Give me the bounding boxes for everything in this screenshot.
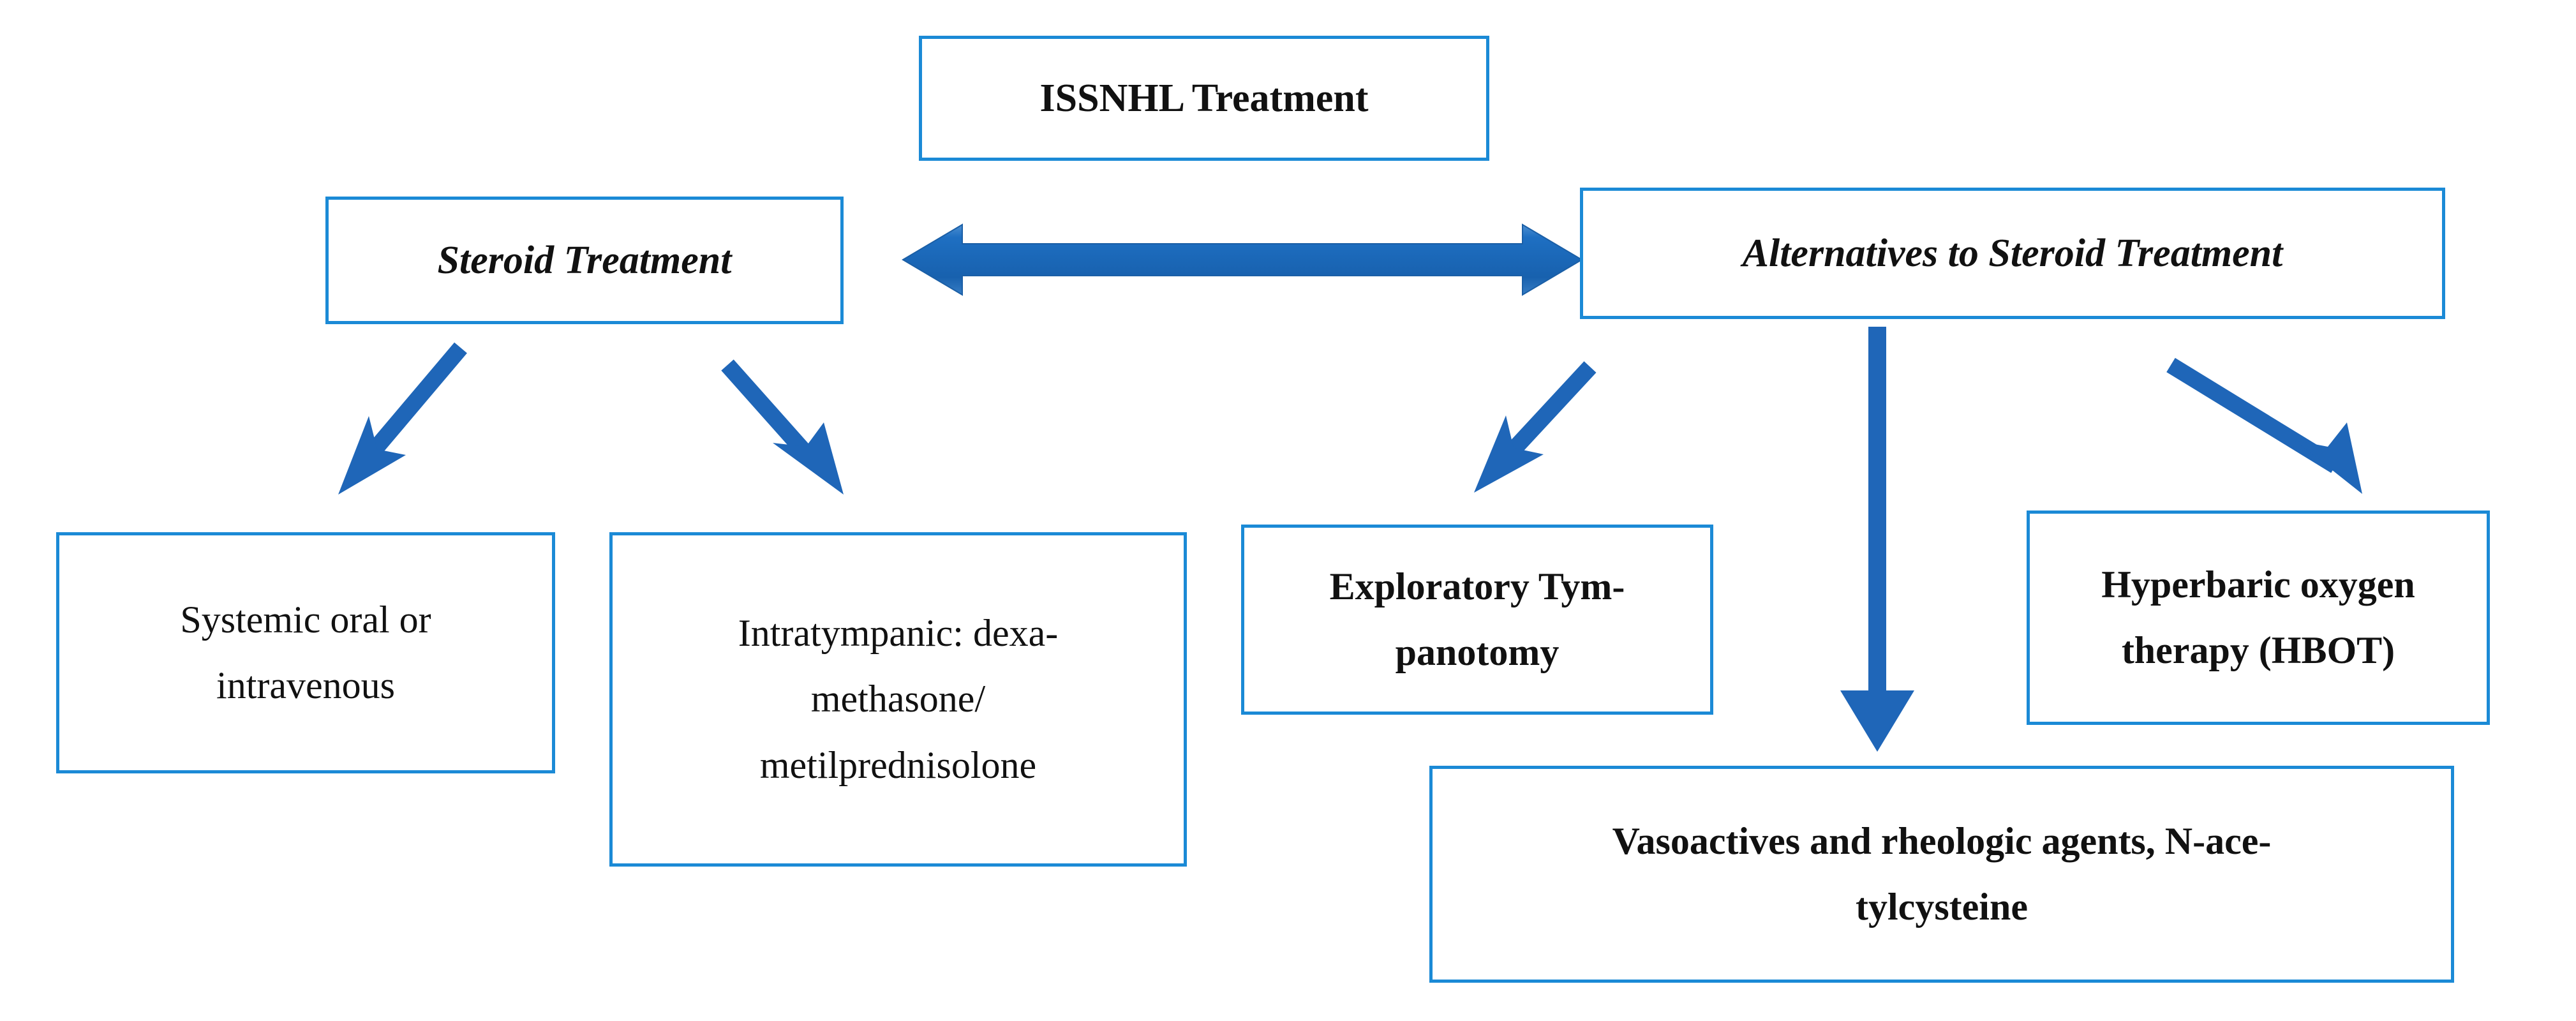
node-intratympanic-steroids[interactable]: Intratympanic: dexa- methasone/ metilpre… [609,532,1187,867]
node-systemic-line-1: Systemic oral or [180,598,431,641]
node-hbot-line-2: therapy (HBOT) [2121,629,2395,671]
arrow-alternatives-to-hbot [2166,357,2362,494]
node-exploratory-tympanotomy[interactable]: Exploratory Tym- panotomy [1241,525,1713,715]
node-tympanotomy-line-2: panotomy [1395,631,1560,673]
double-arrow-steroid-alternatives [902,223,1583,296]
arrow-alternatives-to-tympanotomy [1474,361,1597,493]
node-vasoactives-rheologic-agents[interactable]: Vasoactives and rheologic agents, N-ace-… [1429,766,2454,983]
arrow-alternatives-to-vasoactives [1840,327,1914,752]
node-steroid-label: Steroid Treatment [437,238,732,282]
node-intratympanic-line-3: metilprednisolone [759,743,1037,786]
node-vasoactives-label: Vasoactives and rheologic agents, N-ace-… [1444,809,2439,940]
node-intratympanic-line-1: Intratympanic: dexa- [738,612,1059,655]
node-vasoactives-line-2: tylcysteine [1856,886,2028,928]
node-systemic-label: Systemic oral or intravenous [71,587,540,719]
node-intratympanic-label: Intratympanic: dexa- methasone/ metilpre… [624,600,1172,798]
node-intratympanic-line-2: methasone/ [810,678,986,720]
node-issnhl-label: ISSNHL Treatment [1039,76,1369,120]
arrow-steroid-to-intratympanic [721,359,844,495]
node-steroid-treatment[interactable]: Steroid Treatment [325,197,844,324]
node-hyperbaric-oxygen-therapy[interactable]: Hyperbaric oxygen therapy (HBOT) [2027,511,2490,725]
arrow-steroid-to-systemic [338,342,467,495]
node-vasoactives-line-1: Vasoactives and rheologic agents, N-ace- [1612,819,2272,862]
node-hbot-line-1: Hyperbaric oxygen [2101,563,2415,606]
node-hbot-label: Hyperbaric oxygen therapy (HBOT) [2041,552,2475,683]
node-alternatives-label: Alternatives to Steroid Treatment [1742,231,2283,275]
node-tympanotomy-label: Exploratory Tym- panotomy [1256,554,1699,685]
node-tympanotomy-line-1: Exploratory Tym- [1329,565,1625,607]
node-systemic-oral-or-intravenous[interactable]: Systemic oral or intravenous [56,532,555,773]
node-issnhl-treatment[interactable]: ISSNHL Treatment [919,36,1489,161]
node-alternatives-to-steroid-treatment[interactable]: Alternatives to Steroid Treatment [1580,188,2445,319]
node-systemic-line-2: intravenous [216,664,395,706]
